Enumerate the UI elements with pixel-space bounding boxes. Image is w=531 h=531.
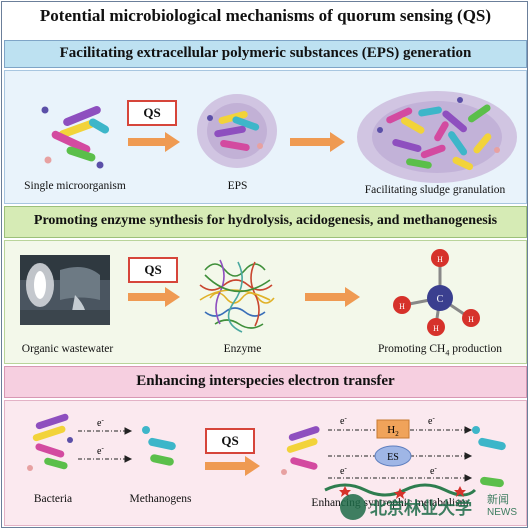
bacteria-group-right [281, 426, 320, 475]
label-methanogens: Methanogens [129, 493, 192, 505]
qs-box-iet: QS [205, 428, 255, 454]
watermark-news-en: NEWS [487, 507, 517, 518]
wastewater-photo [20, 255, 110, 325]
page-title: Potential microbiological mechanisms of … [39, 6, 492, 25]
electron-label-3: e- [340, 414, 347, 427]
nanowire [324, 483, 477, 497]
label-eps: EPS [227, 180, 248, 192]
arrow-enzyme-2 [305, 287, 360, 307]
qs-box-eps: QS [127, 100, 177, 126]
electron-label-1: e- [97, 416, 104, 429]
sludge-granule [357, 91, 517, 183]
label-organic-wastewater: Organic wastewater [21, 343, 114, 355]
es-ellipse [374, 445, 412, 467]
atom-h-top: H [437, 255, 443, 264]
watermark-news: 新闻 [487, 493, 509, 506]
methanogens-group [142, 426, 176, 466]
atom-h-right: H [468, 315, 474, 324]
section-iet-title: Enhancing interspecies electron transfer [136, 373, 395, 389]
label-ch4-sub: 4 [445, 348, 450, 358]
h2-box [376, 419, 410, 439]
eps-blob [197, 94, 277, 168]
section-enzyme-title-bar [4, 206, 527, 238]
electron-arrows-left [78, 427, 133, 463]
label-ch4-part2: production [449, 343, 503, 355]
atom-h-bottom: H [433, 324, 439, 333]
methane-molecule: C H H H H [393, 249, 480, 336]
label-single-microorganism: Single microorganism [24, 180, 126, 192]
enzyme-structure [199, 259, 275, 333]
watermark: 北京林业大学 新闻 NEWS [340, 488, 530, 528]
atom-c: C [437, 294, 444, 305]
electron-label-6: e- [430, 464, 437, 477]
es-label: ES [387, 452, 399, 463]
label-bacteria: Bacteria [33, 493, 73, 505]
arrow-enzyme-1 [128, 287, 180, 307]
section-enzyme-title: Promoting enzyme synthesis for hydrolysi… [33, 213, 498, 228]
electron-label-2: e- [97, 444, 104, 457]
label-ch4-part1: Promoting CH [377, 343, 446, 355]
section-eps-title: Facilitating extracellular polymeric sub… [59, 45, 472, 61]
atom-h-left: H [399, 302, 405, 311]
h2-label: H2 [387, 424, 399, 438]
arrow-iet [205, 456, 260, 476]
section-iet-panel [4, 400, 527, 526]
methanogens-group-right [472, 426, 506, 488]
qs-box-enzyme: QS [128, 257, 178, 283]
electron-label-5: e- [340, 464, 347, 477]
label-sludge-granulation: Facilitating sludge granulation [364, 184, 506, 196]
electron-arrows-right [328, 426, 473, 482]
watermark-text: 北京林业大学 [370, 499, 472, 519]
electron-label-4: e- [428, 414, 435, 427]
bacteria-group [27, 413, 73, 471]
section-iet-title-bar [4, 366, 527, 398]
watermark-logo-icon [340, 494, 366, 520]
arrow-eps-1 [128, 132, 180, 152]
bacteria-cluster [41, 106, 110, 169]
arrow-eps-2 [290, 132, 345, 152]
section-eps-title-bar [4, 40, 527, 68]
label-ch4-production: Promoting CH4 production [355, 343, 525, 357]
label-enzyme: Enzyme [223, 343, 262, 355]
